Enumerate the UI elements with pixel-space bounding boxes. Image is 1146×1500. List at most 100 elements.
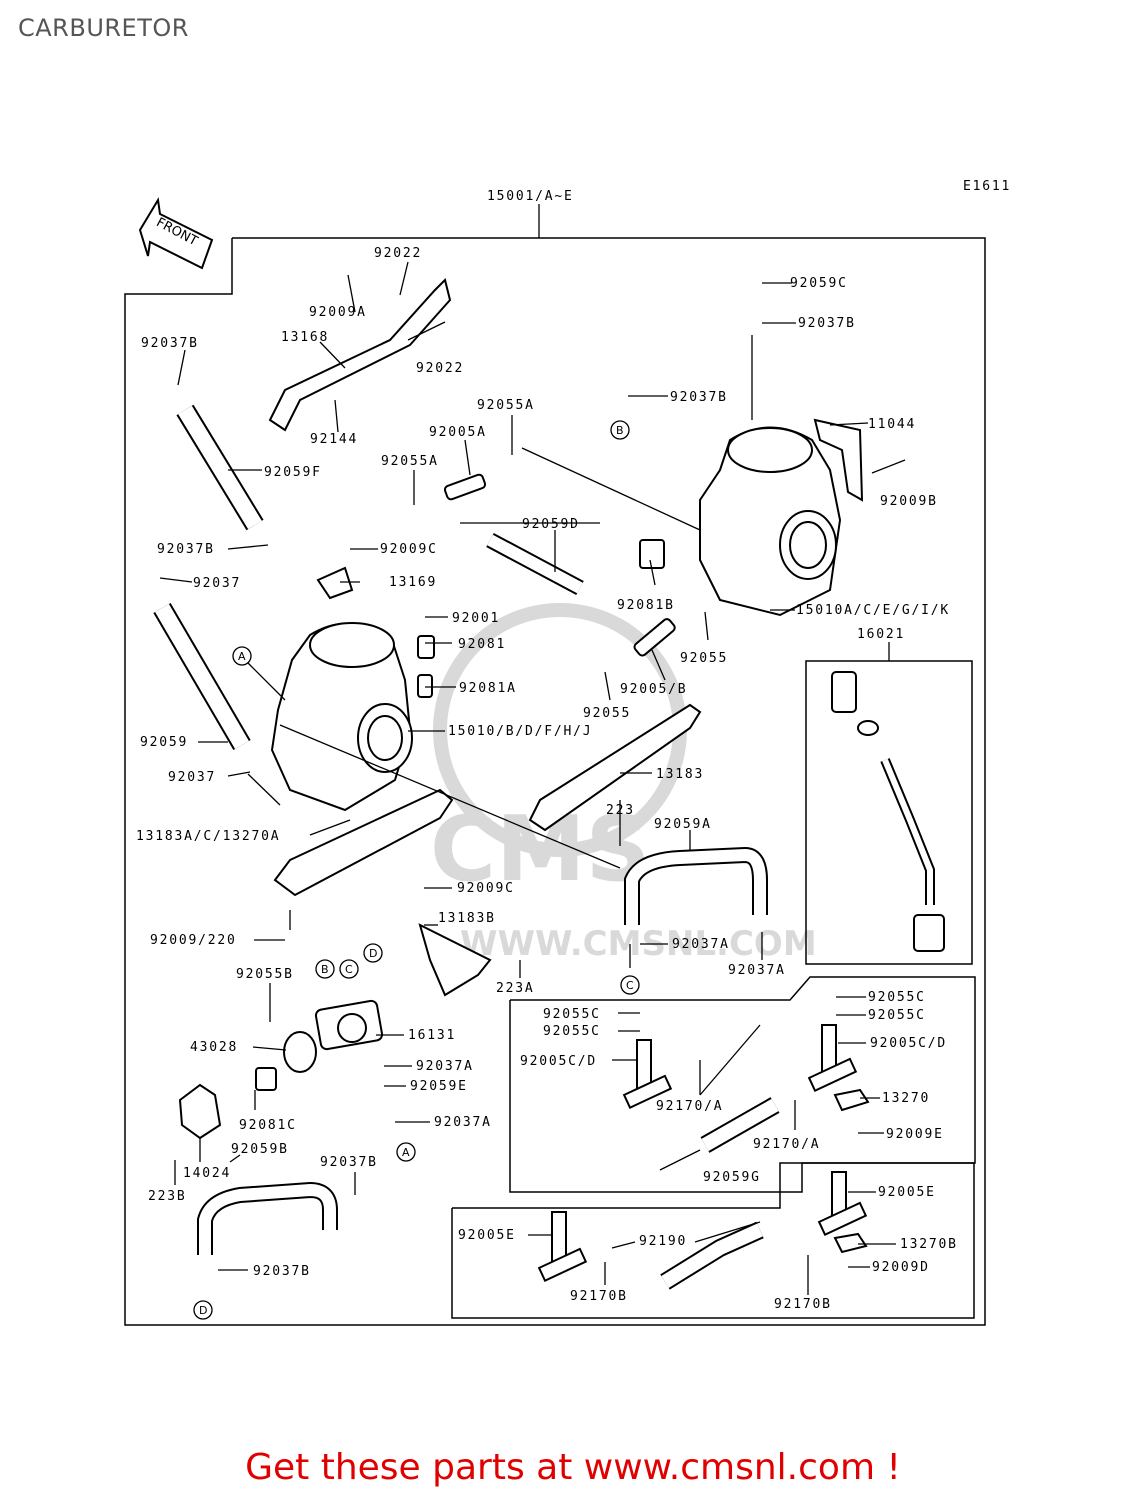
assembly-frame [124,237,986,1326]
svg-text:B: B [321,963,329,976]
label-15001: 15001/A~E [487,189,574,204]
svg-text:C: C [345,963,353,976]
holder-13169 [316,566,354,600]
label-92059e: 92059E [410,1079,468,1094]
label-92037a: 92037A [672,937,730,952]
label-13270b: 13270B [900,1237,958,1252]
bracket-13168 [268,278,452,432]
label-92009c: 92009C [380,542,438,557]
bracket-13183b [418,923,492,997]
label-92005b: 92005/B [620,682,687,697]
label-15010b: 15010/B/D/F/H/J [448,724,592,739]
plate-13270 [833,1088,870,1112]
label-92055: 92055 [583,706,631,721]
label-92037b: 92037B [157,542,215,557]
fitting-92005e-left [537,1211,588,1282]
label-13270: 13270 [882,1091,930,1106]
fuel-tap-subframe [509,976,976,1193]
ref-circle-a-lower: A [396,1142,416,1162]
label-92009-220: 92009/220 [150,933,237,948]
ref-circle-a-upper: A [232,646,252,666]
label-92037b: 92037B [670,390,728,405]
label-92059d: 92059D [522,517,580,532]
diagram-code: E1611 [963,179,1011,194]
label-92022: 92022 [374,246,422,261]
diaphragm-43028 [283,1031,317,1073]
label-92009e: 92009E [886,1127,944,1142]
hose-92059 [153,602,251,751]
hose-92059f [176,404,264,531]
label-92037b: 92037B [253,1264,311,1279]
label-92055b: 92055B [236,967,294,982]
plate-13183a [273,788,454,897]
label-15010a: 15010A/C/E/G/I/K [796,603,950,618]
label-92037a: 92037A [416,1059,474,1074]
label-92055c: 92055C [543,1007,601,1022]
ref-circle-c-right: C [620,975,640,995]
svg-text:C: C [626,979,634,992]
label-92022: 92022 [416,361,464,376]
label-92009b: 92009B [880,494,938,509]
footer-link-text[interactable]: Get these parts at www.cmsnl.com ! [245,1447,901,1488]
label-13169: 13169 [389,575,437,590]
bracket-11044 [813,418,864,502]
label-92059: 92059 [140,735,188,750]
label-223b: 223B [148,1189,187,1204]
label-92005e: 92005E [458,1228,516,1243]
label-92005cd: 92005C/D [520,1054,597,1069]
fitting-92005cd-left [622,1039,673,1109]
label-92009c: 92009C [457,881,515,896]
spring-92081 [417,635,435,659]
cap-14024 [178,1083,222,1140]
ref-circle-b-upper: B [610,420,630,440]
svg-text:A: A [238,650,246,663]
carburetor-upper [699,426,842,617]
label-92144: 92144 [310,432,358,447]
label-92055: 92055 [680,651,728,666]
label-92170b: 92170B [774,1297,832,1312]
fitting-92005cd-right [807,1024,858,1092]
label-92055c: 92055C [868,1008,926,1023]
label-92059a: 92059A [654,817,712,832]
carburetor-lower [270,622,413,812]
label-92059g: 92059G [703,1170,761,1185]
label-92037a: 92037A [434,1115,492,1130]
label-92009d: 92009D [872,1260,930,1275]
choke-cable-16021 [831,671,945,952]
label-92001: 92001 [452,611,500,626]
fitting-subframe [451,1162,975,1319]
watermark-text: WWW.CMSNL.COM [460,924,817,964]
label-92081: 92081 [458,637,506,652]
ref-circle-d-tap: D [363,943,383,963]
choke-cable-subframe [805,660,973,965]
hose-92059g [700,1097,780,1153]
label-92037a: 92037A [728,963,786,978]
label-92190: 92190 [639,1234,687,1249]
label-43028: 43028 [190,1040,238,1055]
fitting-92005e-right [817,1171,868,1236]
label-92059c: 92059C [790,276,848,291]
svg-text:D: D [369,947,377,960]
label-14024: 14024 [183,1166,231,1181]
label-92055a: 92055A [477,398,535,413]
svg-text:D: D [199,1304,207,1317]
part-labels: 15001/A~E 92022 92009A 92022 13168 92037… [136,189,958,1312]
label-92037: 92037 [168,770,216,785]
fitting-92005a [443,473,487,501]
ref-circle-b-tap: B [315,959,335,979]
label-13183b: 13183B [438,911,496,926]
label-92037b: 92037B [798,316,856,331]
plate-13183 [528,703,702,832]
label-13183a: 13183A/C/13270A [136,829,280,844]
label-16021: 16021 [857,627,905,642]
label-92055c: 92055C [543,1024,601,1039]
label-223a: 223A [496,981,535,996]
ref-circle-c-tap: C [339,959,359,979]
spring-92081b [639,539,665,569]
svg-text:A: A [402,1146,410,1159]
label-92055a: 92055A [381,454,439,469]
label-92059b: 92059B [231,1142,289,1157]
hose-92059d [486,532,584,596]
label-13168: 13168 [281,330,329,345]
label-92170a: 92170/A [753,1137,820,1152]
